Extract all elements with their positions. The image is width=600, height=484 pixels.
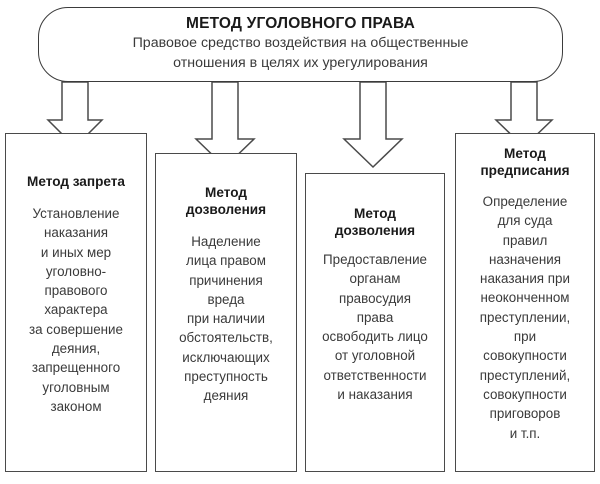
method-body-line: правового [44,283,108,299]
method-title-line: предписания [480,163,570,178]
method-node-dozvoleniya-1: Метод дозволения Наделение лица правом п… [155,153,297,472]
method-body-line: преступлении, [479,309,571,325]
method-body: Определение для суда правил назначения н… [462,192,588,443]
method-body-line: вреда [207,291,245,307]
method-body-line: освободить лицо [322,329,428,345]
method-node-zapreta: Метод запрета Установление наказания и и… [5,133,147,472]
method-body-line: совокупности [483,386,567,402]
method-title: Метод запрета [12,173,140,190]
method-body-line: характера [44,302,108,318]
method-body-line: наказания при [480,271,570,287]
method-body-line: от уголовной [334,348,416,364]
down-block-arrow-icon [342,81,404,169]
method-body-line: приговоров [489,406,561,422]
method-body-line: деяния [203,388,249,404]
method-body-line: лица правом [186,253,266,269]
header-title: МЕТОД УГОЛОВНОГО ПРАВА [185,15,416,32]
method-body-line: совокупности [483,348,567,364]
method-body-line: Наделение [191,234,261,249]
method-body-line: Определение [482,194,568,209]
method-body-line: Предоставление [323,252,427,267]
method-node-predpisaniya: Метод предписания Определение для суда п… [455,133,595,472]
method-node-dozvoleniya-2: Метод дозволения Предоставление органам … [305,173,445,472]
method-body-line: ответственности [323,367,427,383]
method-body-line: права [356,309,394,325]
method-title: Метод дозволения [312,205,438,239]
method-body: Предоставление органам правосудия права … [312,250,438,404]
method-body: Установление наказания и иных мер уголов… [12,204,140,416]
method-body-line: законом [50,398,102,414]
header-subtitle: Правовое средство воздействия на обществ… [133,34,469,73]
method-body-line: Установление [32,206,120,221]
header-subtitle-line: Правовое средство воздействия на обществ… [132,35,469,51]
method-title-line: Метод запрета [27,174,125,189]
method-body-line: причинения [189,272,263,288]
method-body-line: деяния, [51,341,101,357]
method-body-line: правосудия [338,290,412,306]
method-title: Метод дозволения [162,184,290,218]
method-body-line: уголовно- [45,263,107,279]
method-body-line: правил [502,232,548,248]
method-body-line: при [513,329,537,345]
method-body-line: исключающих [182,349,270,365]
method-body-line: при наличии [187,311,265,327]
method-body-line: обстоятельств, [179,330,273,346]
method-body-line: преступность [184,369,268,385]
method-body-line: за совершение [29,321,123,337]
method-body-line: и иных мер [40,244,112,260]
method-title-line: дозволения [334,223,416,238]
method-body-line: и наказания [337,387,413,403]
method-body-line: уголовным [42,379,110,395]
method-body: Наделение лица правом причинения вреда п… [162,232,290,406]
method-body-line: запрещенного [31,360,121,376]
header-node: МЕТОД УГОЛОВНОГО ПРАВА Правовое средство… [38,7,563,82]
method-body-line: органам [349,271,401,287]
method-body-line: для суда [497,213,553,229]
method-body-line: неоконченном [480,290,570,306]
header-subtitle-line: отношения в целях их урегулирования [173,54,428,71]
method-title-line: Метод [205,185,247,200]
method-body-line: назначения [489,251,561,267]
method-title-line: дозволения [185,202,267,217]
method-title: Метод предписания [462,145,588,179]
method-body-line: наказания [43,225,108,241]
method-body-line: преступлений, [479,367,571,383]
method-title-line: Метод [504,146,546,161]
method-body-line: и т.п. [509,425,541,441]
method-title-line: Метод [354,206,396,221]
